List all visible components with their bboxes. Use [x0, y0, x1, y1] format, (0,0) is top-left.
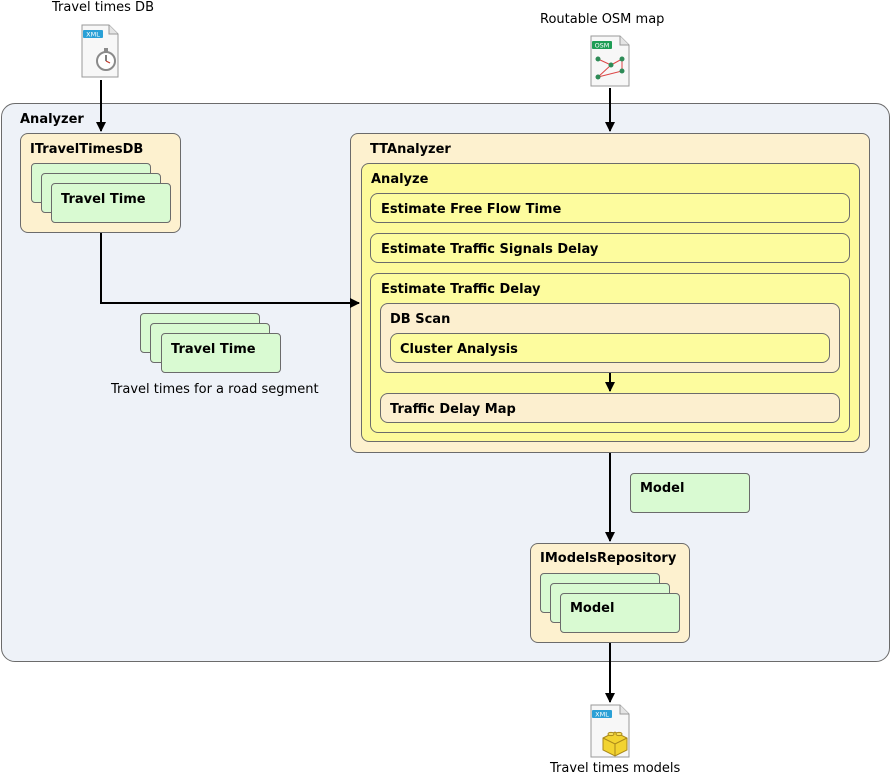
estimate-traffic-signals-delay-step [370, 233, 850, 263]
travel-time-label: Travel Time [61, 192, 146, 207]
repository-model-label: Model [570, 601, 615, 616]
db-scan-title: DB Scan [390, 312, 451, 327]
cluster-analysis-label: Cluster Analysis [400, 342, 518, 357]
svg-text:OSM: OSM [595, 42, 610, 50]
svg-text:XML: XML [595, 711, 609, 719]
xml-stopwatch-file-icon: XML [80, 24, 120, 78]
repository-model-entity [560, 593, 680, 633]
imodelsrepository-title: IModelsRepository [540, 551, 677, 566]
segment-travel-time-label: Travel Time [171, 342, 256, 357]
model-label: Model [640, 481, 685, 496]
routable-osm-map-label: Routable OSM map [540, 12, 665, 27]
estimate-free-flow-time-step [370, 193, 850, 223]
traffic-delay-map-step [380, 393, 840, 423]
estimate-traffic-delay-title: Estimate Traffic Delay [381, 282, 541, 297]
travel-times-segment-label: Travel times for a road segment [111, 382, 319, 397]
travel-times-models-label: Travel times models [550, 761, 681, 776]
ttanalyzer-title: TTAnalyzer [370, 142, 451, 157]
analyzer-title: Analyzer [20, 112, 84, 127]
model-entity [630, 473, 750, 513]
itraveltimesdb-to-ttanalyzer-arrow [100, 233, 360, 308]
segment-travel-time-entity [161, 333, 281, 373]
traffic-delay-map-label: Traffic Delay Map [390, 402, 516, 417]
itraveltimesdb-title: ITravelTimesDB [30, 142, 144, 157]
travel-time-entity [51, 183, 171, 223]
estimate-free-flow-time-label: Estimate Free Flow Time [381, 202, 562, 217]
xml-models-file-icon: XML [589, 704, 631, 758]
analyze-title: Analyze [371, 172, 429, 187]
osm-map-file-icon: OSM [589, 35, 631, 87]
cluster-analysis-step [390, 333, 830, 363]
travel-times-db-label: Travel times DB [52, 0, 154, 15]
svg-text:XML: XML [86, 31, 100, 39]
estimate-traffic-signals-delay-label: Estimate Traffic Signals Delay [381, 242, 599, 257]
